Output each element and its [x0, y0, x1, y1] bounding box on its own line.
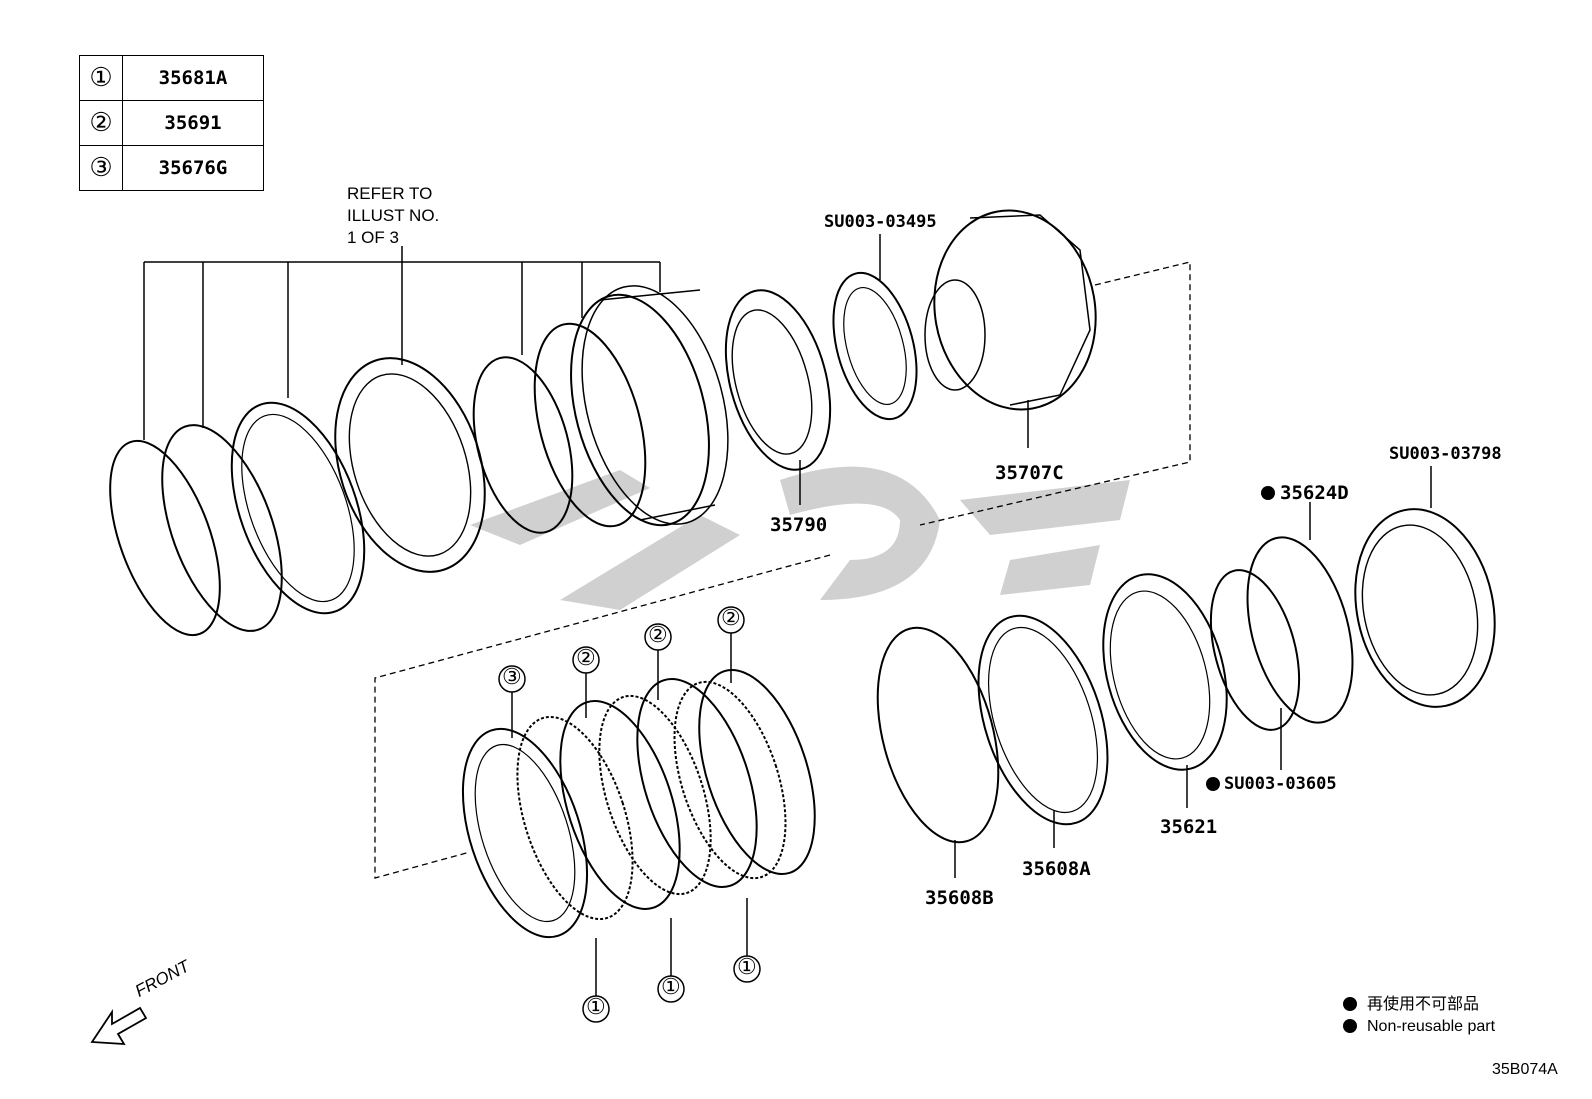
front-arrow-icon [90, 1006, 148, 1046]
bullet-dot-icon [1343, 997, 1357, 1011]
one-way-clutch [724, 289, 832, 471]
callout-1: ① [737, 955, 757, 980]
legend-part: 35681A [122, 55, 264, 101]
diagram-code: 35B074A [1492, 1061, 1558, 1078]
snap-ring-1 [109, 439, 221, 637]
label-35608a: 35608A [1022, 858, 1091, 880]
legend-part: 35691 [122, 100, 264, 146]
label-35608b: 35608B [925, 887, 994, 909]
label-35621: 35621 [1160, 816, 1218, 838]
gear-35707c [933, 209, 1097, 411]
snap-ring-2 [161, 424, 283, 632]
callout-2: ② [721, 606, 741, 631]
spring-35608a [977, 614, 1109, 826]
callout-1: ① [586, 995, 606, 1020]
label-su003-03798: SU003-03798 [1389, 444, 1502, 464]
legend-row: ② 35691 [79, 100, 264, 146]
piston-35621 [1102, 573, 1228, 771]
non-reusable-dot-35624d [1261, 486, 1275, 500]
non-reusable-dot-03605 [1206, 777, 1220, 791]
legend-row: ③ 35676G [79, 145, 264, 191]
callout-2: ② [576, 646, 596, 671]
refer-bracket [143, 246, 661, 440]
callout-3: ③ [502, 665, 522, 690]
note-en: Non-reusable part [1343, 1018, 1495, 1036]
legend-symbol: ③ [79, 145, 123, 191]
clutch-plate-stack [461, 669, 816, 939]
dashed-box-lower [374, 554, 831, 879]
watermark-logo [470, 466, 1130, 610]
legend-symbol: ② [79, 100, 123, 146]
snap-ring-35608b [876, 626, 1000, 844]
label-35624d: 35624D [1280, 482, 1349, 504]
retainer-03798 [1354, 508, 1496, 708]
legend-row: ① 35681A [79, 55, 264, 101]
dashed-box-upper [919, 261, 1191, 526]
label-35707c: 35707C [995, 462, 1064, 484]
note-jp-text: 再使用不可部品 [1367, 996, 1480, 1013]
thrust-washer [832, 271, 918, 421]
label-su003-03495: SU003-03495 [824, 212, 937, 232]
o-ring-35624d [1246, 536, 1354, 724]
spring-plate [230, 401, 366, 615]
legend-table: ① 35681A ② 35691 ③ 35676G [79, 55, 264, 191]
legend-symbol: ① [79, 55, 123, 101]
callout-markers [498, 606, 761, 1023]
o-ring-1 [472, 356, 574, 534]
callout-2: ② [648, 623, 668, 648]
note-en-text: Non-reusable part [1367, 1018, 1496, 1035]
label-leaders [799, 234, 1432, 878]
o-ring-2 [533, 322, 647, 528]
callout-1: ① [661, 975, 681, 1000]
note-jp: 再使用不可部品 [1343, 990, 1479, 1014]
label-su003-03605: SU003-03605 [1224, 774, 1337, 794]
o-ring-03605 [1209, 569, 1301, 731]
legend-part: 35676G [122, 145, 264, 191]
bullet-dot-icon [1343, 1019, 1357, 1033]
refer-note: REFER TO ILLUST NO. 1 OF 3 [347, 184, 440, 247]
label-35790: 35790 [770, 514, 828, 536]
